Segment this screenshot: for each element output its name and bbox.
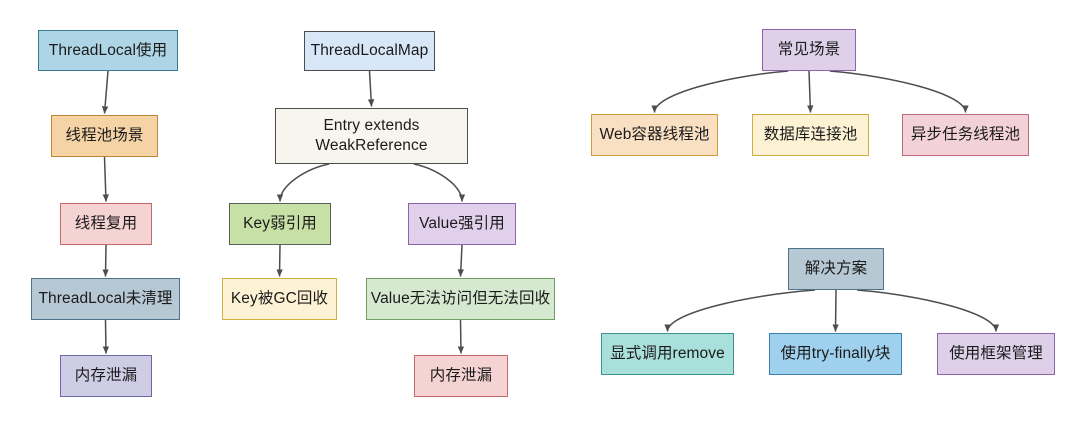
edge-key-weak-to-key-gc [276, 244, 283, 277]
edge-tlmap-to-entry [367, 70, 375, 107]
node-key-weak[interactable]: Key弱引用 [229, 203, 331, 245]
node-pool-scene[interactable]: 线程池场景 [51, 115, 158, 157]
node-solutions[interactable]: 解决方案 [788, 248, 884, 290]
edge-entry-to-value-strong [413, 163, 466, 202]
edge-scenarios-to-async-pool [829, 70, 969, 113]
edge-value-strong-to-value-unreach [457, 244, 465, 277]
edge-pool-scene-to-thread-reuse [102, 156, 109, 202]
node-web-pool[interactable]: Web容器线程池 [591, 114, 718, 156]
node-entry[interactable]: Entry extends WeakReference [275, 108, 468, 164]
node-try-finally[interactable]: 使用try-finally块 [769, 333, 902, 375]
edge-scenarios-to-db-pool [807, 70, 814, 113]
node-value-strong[interactable]: Value强引用 [408, 203, 516, 245]
node-async-pool[interactable]: 异步任务线程池 [902, 114, 1029, 156]
node-tl-use[interactable]: ThreadLocal使用 [38, 30, 178, 71]
node-tlmap[interactable]: ThreadLocalMap [304, 31, 435, 71]
edge-tl-not-cleared-to-leak-1 [102, 319, 110, 354]
node-leak-1[interactable]: 内存泄漏 [60, 355, 152, 397]
edge-value-unreach-to-leak-2 [457, 319, 465, 354]
node-key-gc[interactable]: Key被GC回收 [222, 278, 337, 320]
edge-solutions-to-call-remove [664, 289, 815, 332]
edge-tl-use-to-pool-scene [101, 70, 109, 114]
edge-solutions-to-framework [857, 289, 1000, 332]
node-framework[interactable]: 使用框架管理 [937, 333, 1055, 375]
node-call-remove[interactable]: 显式调用remove [601, 333, 734, 375]
edge-entry-to-key-weak [276, 163, 330, 202]
edge-scenarios-to-web-pool [651, 70, 789, 113]
node-value-unreach[interactable]: Value无法访问但无法回收 [366, 278, 555, 320]
edge-thread-reuse-to-tl-not-cleared [102, 244, 109, 277]
node-db-pool[interactable]: 数据库连接池 [752, 114, 869, 156]
node-tl-not-cleared[interactable]: ThreadLocal未清理 [31, 278, 180, 320]
node-thread-reuse[interactable]: 线程复用 [60, 203, 152, 245]
node-leak-2[interactable]: 内存泄漏 [414, 355, 508, 397]
edge-solutions-to-try-finally [832, 289, 839, 332]
node-scenarios[interactable]: 常见场景 [762, 29, 856, 71]
